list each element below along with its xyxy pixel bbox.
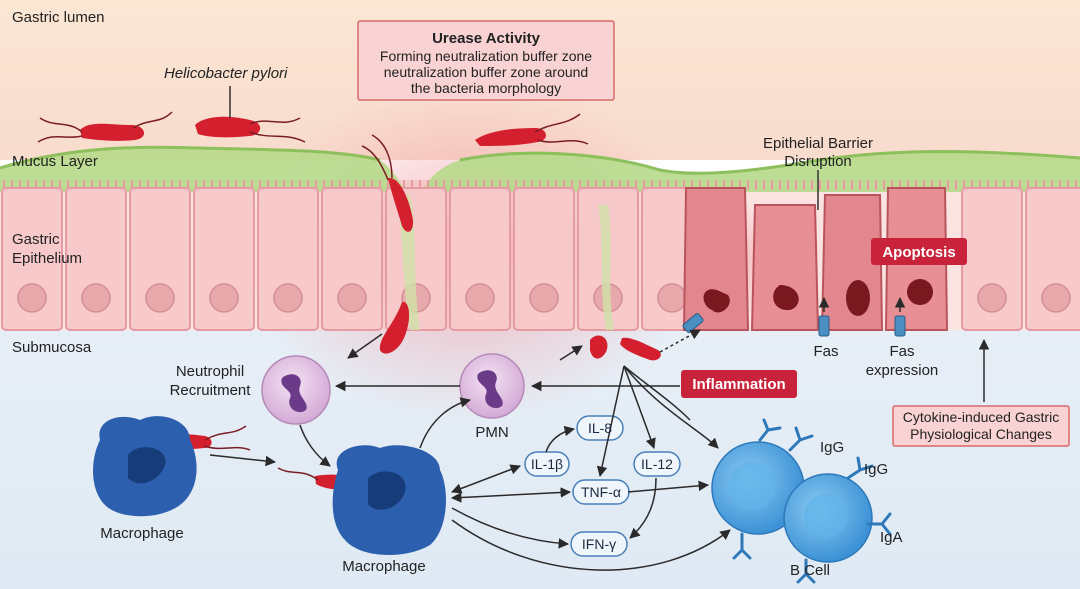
arrows: [209, 296, 990, 571]
cell-nucleus: [337, 283, 367, 313]
epithelial-cell: [65, 187, 127, 331]
epithelial-cells: [1, 187, 1080, 331]
macrophage-center-cell: [332, 445, 446, 556]
cell-nucleus: [977, 283, 1007, 313]
cytokine-pills: [524, 415, 681, 557]
microvilli: [3, 180, 1077, 190]
cytokine-changes-box: [892, 405, 1070, 447]
epithelial-cell: [129, 187, 191, 331]
cell-nucleus: [17, 283, 47, 313]
apoptosis-label: Apoptosis: [882, 244, 955, 261]
pmn-label: PMN: [475, 424, 508, 441]
epithelial-cell: [513, 187, 575, 331]
cell-nucleus: [1041, 283, 1071, 313]
il12-label: IL-12: [641, 456, 673, 472]
macrophage-center-label: Macrophage: [342, 558, 425, 575]
igg-label-2: IgG: [864, 461, 888, 478]
macrophage-left-cell: [93, 416, 197, 517]
cell-nucleus: [657, 283, 687, 313]
damaged-epithelial-cells: [682, 187, 949, 331]
cell-nucleus: [145, 283, 175, 313]
fas-expression-label-line2: expression: [866, 362, 939, 379]
ifng-label: IFN-γ: [582, 536, 616, 552]
cell-nucleus: [81, 283, 111, 313]
urease-line2: neutralization buffer zone around: [384, 64, 588, 80]
fas-receptors: [682, 313, 906, 337]
urease-title: Urease Activity: [432, 30, 540, 47]
pmn-cell: [459, 353, 525, 419]
antibodies: [732, 418, 892, 584]
neutrophil-cell: [261, 355, 331, 425]
cell-nucleus: [465, 283, 495, 313]
b-cell-group: [711, 441, 873, 563]
epithelial-cell: [449, 187, 511, 331]
epithelium-label-line1: Gastric: [12, 231, 60, 248]
cell-nucleus: [273, 283, 303, 313]
epithelium-label-line2: Epithelium: [12, 250, 82, 267]
lumen-label: Gastric lumen: [12, 9, 105, 26]
macrophage-left-label: Macrophage: [100, 525, 183, 542]
urease-line3: the bacteria morphology: [411, 80, 561, 96]
epithelial-cell: [1, 187, 63, 331]
iga-label: IgA: [880, 529, 903, 546]
epithelial-gap: [395, 195, 420, 330]
epithelial-cell: [257, 187, 319, 331]
tnfa-label: TNF-α: [581, 484, 621, 500]
igg-label-1: IgG: [820, 439, 844, 456]
bcell-label: B Cell: [790, 562, 830, 579]
submucosa-label: Submucosa: [12, 339, 92, 356]
cell-nucleus: [209, 283, 239, 313]
cytokine-box-line1: Cytokine-induced Gastric: [903, 409, 1059, 425]
bacteria-label: Helicobacter pylori: [164, 65, 288, 82]
epithelial-gap-2: [598, 205, 614, 330]
neutrophil-label-line1: Neutrophil: [176, 363, 244, 380]
mucus-edge: [0, 145, 1080, 175]
il8-label: IL-8: [588, 420, 612, 436]
urease-activity-box: [357, 20, 615, 101]
apoptosis-badge: [871, 238, 967, 265]
epithelial-cell: [321, 187, 383, 331]
urease-line1: Forming neutralization buffer zone: [380, 48, 592, 64]
neutrophil-label-line2: Recruitment: [170, 382, 252, 399]
epithelial-cell: [193, 187, 255, 331]
barrier-label-line1: Epithelial Barrier: [763, 135, 873, 152]
fas-label: Fas: [813, 343, 838, 360]
cell-nucleus: [529, 283, 559, 313]
inflammation-label: Inflammation: [692, 376, 785, 393]
mucus-label: Mucus Layer: [12, 153, 98, 170]
fas-expression-label-line1: Fas: [889, 343, 914, 360]
barrier-label-line2: Disruption: [784, 153, 852, 170]
cytokine-box-line2: Physiological Changes: [910, 426, 1052, 442]
inflammation-badge: [681, 370, 797, 398]
il1b-label: IL-1β: [531, 456, 563, 472]
